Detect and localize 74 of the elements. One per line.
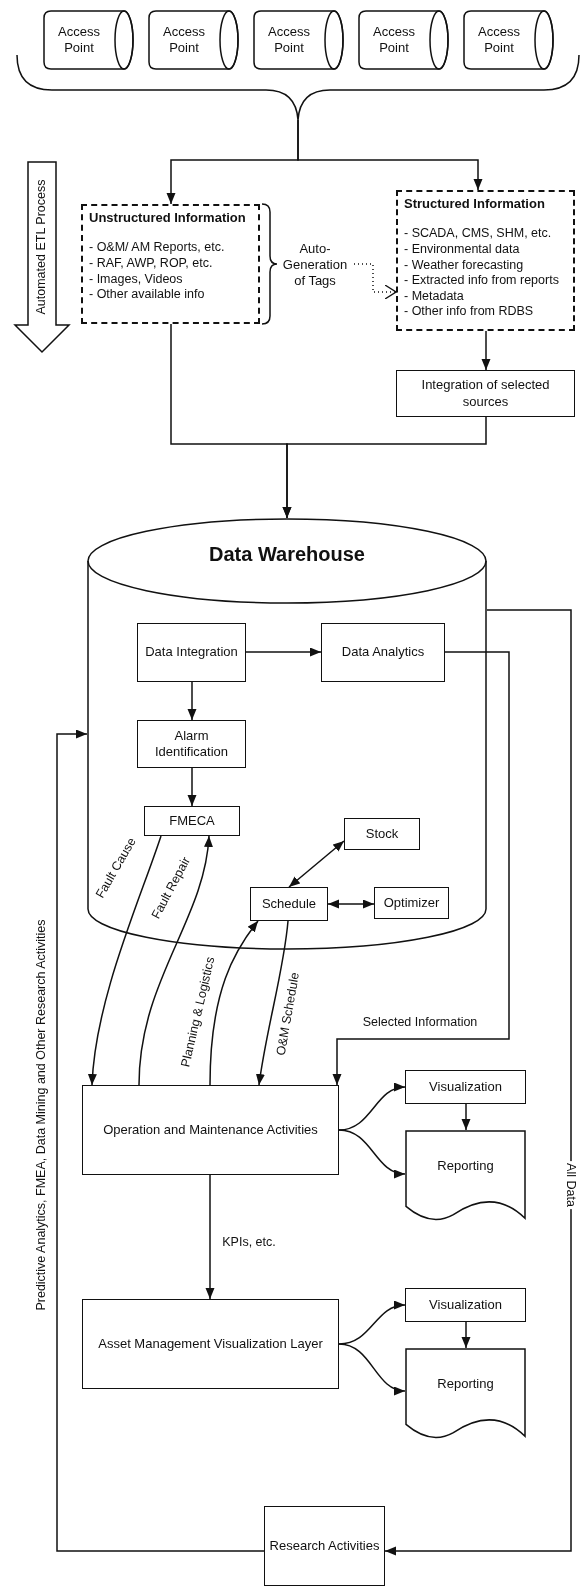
box-heading: Unstructured Information xyxy=(89,210,246,227)
info-box xyxy=(396,190,575,331)
process-box xyxy=(374,887,449,919)
process-box xyxy=(137,623,246,682)
list-item: - SCADA, CMS, SHM, etc. xyxy=(404,226,552,242)
arrow xyxy=(56,729,265,1552)
list-item: - Weather forecasting xyxy=(404,257,524,274)
arrow xyxy=(288,840,345,888)
arrow xyxy=(187,767,197,807)
box-label: Stock xyxy=(364,825,400,843)
box-label: Access Point xyxy=(372,23,416,57)
arrow xyxy=(138,835,213,1086)
box-label: Access Point xyxy=(267,23,311,57)
box-label: Integration of selected sources xyxy=(420,377,551,410)
box-label: Operation and Maintenance Activities xyxy=(102,1121,319,1139)
box-label: Data Analytics xyxy=(340,644,426,661)
arrow xyxy=(384,609,572,1556)
arrow xyxy=(88,835,162,1086)
arrow xyxy=(461,1321,471,1349)
arrow xyxy=(297,119,483,191)
arrow xyxy=(282,416,487,519)
box-label: Schedule xyxy=(260,895,318,913)
arrow xyxy=(332,651,510,1086)
arrow xyxy=(481,330,491,371)
process-box xyxy=(344,818,420,850)
arrow xyxy=(461,1103,471,1131)
box-label: Data Integration xyxy=(144,644,239,661)
arrow xyxy=(327,899,375,909)
process-box xyxy=(250,887,328,921)
process-box xyxy=(264,1506,385,1586)
list-item: - Other info from RDBS xyxy=(404,304,534,320)
tag-label: Auto-Generation of Tags xyxy=(276,236,354,294)
arrow xyxy=(338,1129,406,1178)
list-item: - RAF, AWP, ROP, etc. xyxy=(89,255,213,272)
box-label: Optimizer xyxy=(382,894,441,912)
arrow xyxy=(205,1174,215,1300)
box-label: FMECA xyxy=(168,812,216,830)
arrow xyxy=(256,920,289,1086)
list-item: - Other available info xyxy=(89,287,205,303)
box-label: Asset Management Visualization Layer xyxy=(97,1335,324,1353)
info-box xyxy=(81,204,260,324)
box-heading: Data Warehouse xyxy=(209,542,365,567)
arrow xyxy=(245,647,322,657)
process-box xyxy=(405,1288,526,1322)
edge-label: Predictive Analytics, FMEA, Data Mining and Other Research Activities xyxy=(33,917,49,1313)
process-box xyxy=(137,720,246,768)
list-item: - Images, Videos xyxy=(89,271,183,288)
process-box xyxy=(405,1070,526,1104)
list-item: - Extracted info from reports xyxy=(404,273,559,289)
box-label: Research Activities xyxy=(268,1537,381,1555)
process-indicator xyxy=(14,161,70,353)
box-label: Alarm Identification xyxy=(154,727,229,761)
process-box xyxy=(82,1299,339,1389)
arrow xyxy=(338,1343,406,1394)
box-label: Access Point xyxy=(57,23,101,57)
box-label: Visualization xyxy=(428,1078,503,1096)
arrow xyxy=(209,920,259,1086)
box-label: Automated ETL Process xyxy=(34,179,50,315)
list-item: - Environmental data xyxy=(404,241,520,258)
arrow xyxy=(353,263,397,300)
process-box xyxy=(321,623,445,682)
process-box xyxy=(144,806,240,836)
list-item: - Metadata xyxy=(404,288,464,305)
process-box xyxy=(396,370,575,417)
list-item: - O&M/ AM Reports, etc. xyxy=(89,240,225,256)
arrow xyxy=(187,681,197,721)
box-label: Reporting xyxy=(436,1158,495,1175)
edge-label: KPIs, etc. xyxy=(220,1234,278,1250)
box-label: Access Point xyxy=(477,23,521,57)
box-label: Access Point xyxy=(162,23,206,57)
box-label: Reporting xyxy=(436,1376,495,1393)
process-box xyxy=(82,1085,339,1175)
box-heading: Structured Information xyxy=(404,196,545,213)
box-label: Visualization xyxy=(428,1296,503,1314)
